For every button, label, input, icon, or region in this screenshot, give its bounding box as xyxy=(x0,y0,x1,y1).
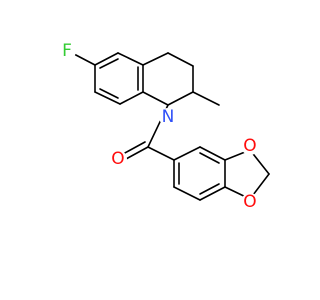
nitrogen-atom: N xyxy=(159,107,177,127)
bond-ring3-2 xyxy=(199,146,226,161)
nitrogen-label: N xyxy=(162,107,175,127)
bond-ring3-double-2 xyxy=(199,183,220,195)
bond-ring2-4 xyxy=(167,91,194,106)
structure-canvas: F N O O O xyxy=(58,41,270,212)
carbonyl-oxygen-atom: O xyxy=(109,149,127,169)
dioxole-oxygen-lower-atom: O xyxy=(241,192,259,212)
bond-ring3-4 xyxy=(199,186,226,201)
dioxole-oxygen-upper-atom: O xyxy=(241,136,259,156)
bond-ring1-5 xyxy=(94,91,121,105)
fluorine-atom: F xyxy=(58,41,76,61)
bond-carbonyl-2 xyxy=(122,141,146,155)
bond-ring2-5 xyxy=(142,91,169,106)
bond-ring2-1 xyxy=(142,52,169,66)
bond-c-f xyxy=(73,53,96,66)
molecule-structure: F N O O O xyxy=(58,41,270,212)
bond-ring3-double-1 xyxy=(199,152,220,164)
bond-ring3-1 xyxy=(173,146,201,161)
carbonyl-oxygen-label: O xyxy=(111,149,124,169)
bond-ring1-1 xyxy=(94,52,119,66)
dioxole-oxygen-upper-label: O xyxy=(243,136,256,156)
bond-carbonyl-ring xyxy=(147,146,175,161)
bond-ring2-2 xyxy=(167,52,194,67)
bond-ring1-double-1 xyxy=(99,58,119,69)
bond-ring1-4 xyxy=(119,91,144,105)
atom-labels: F N O O O xyxy=(58,41,259,212)
bond-methyl xyxy=(192,91,220,106)
bonds xyxy=(73,52,270,201)
bond-carbonyl-1 xyxy=(125,146,149,160)
bond-ring3-5 xyxy=(173,186,201,201)
bond-ring1-2 xyxy=(117,52,144,66)
dioxole-oxygen-lower-label: O xyxy=(243,192,256,212)
fluorine-label: F xyxy=(62,41,72,61)
bond-ring1-double-3 xyxy=(99,88,119,99)
